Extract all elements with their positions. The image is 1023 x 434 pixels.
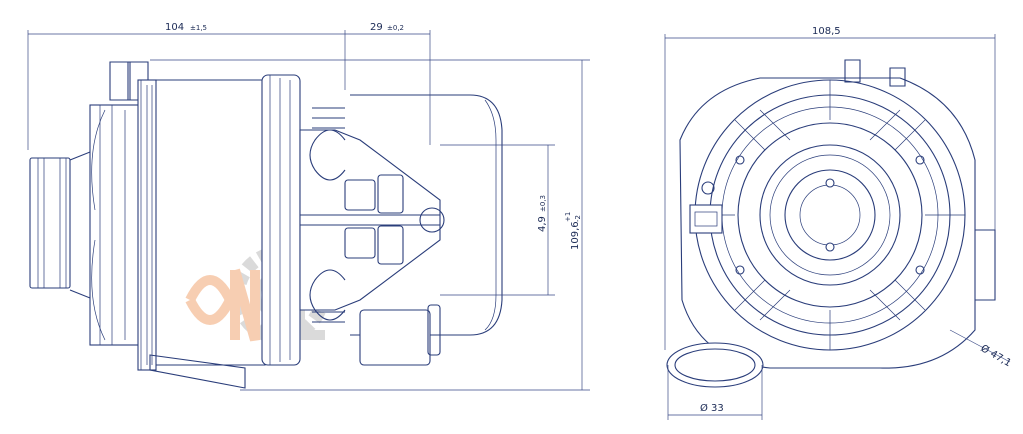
dim-height: 109,6 — [570, 221, 581, 250]
dim-length: 104 — [165, 22, 184, 33]
dim-height-tol-lower: -2 — [574, 215, 582, 222]
dim-offset: 4,9 — [537, 216, 548, 232]
dim-offset-tol: ±0,3 — [539, 195, 547, 212]
dim-motor-diameter: Ø 47,1 — [979, 342, 1014, 369]
dim-length-tol: ±1,5 — [190, 24, 207, 32]
dim-height-tol-upper: +1 — [564, 212, 572, 222]
dim-width: 108,5 — [812, 26, 841, 37]
side-view: 104 ±1,5 29 ±0,2 4,9 ±0,3 109,6 +1 -2 — [27, 22, 590, 391]
dim-depth-tol: ±0,2 — [387, 24, 404, 32]
dim-outlet-diameter: Ø 33 — [700, 402, 724, 414]
front-view: 108,5 Ø 33 Ø 47,1 — [664, 26, 1014, 420]
dim-depth: 29 — [370, 22, 383, 33]
